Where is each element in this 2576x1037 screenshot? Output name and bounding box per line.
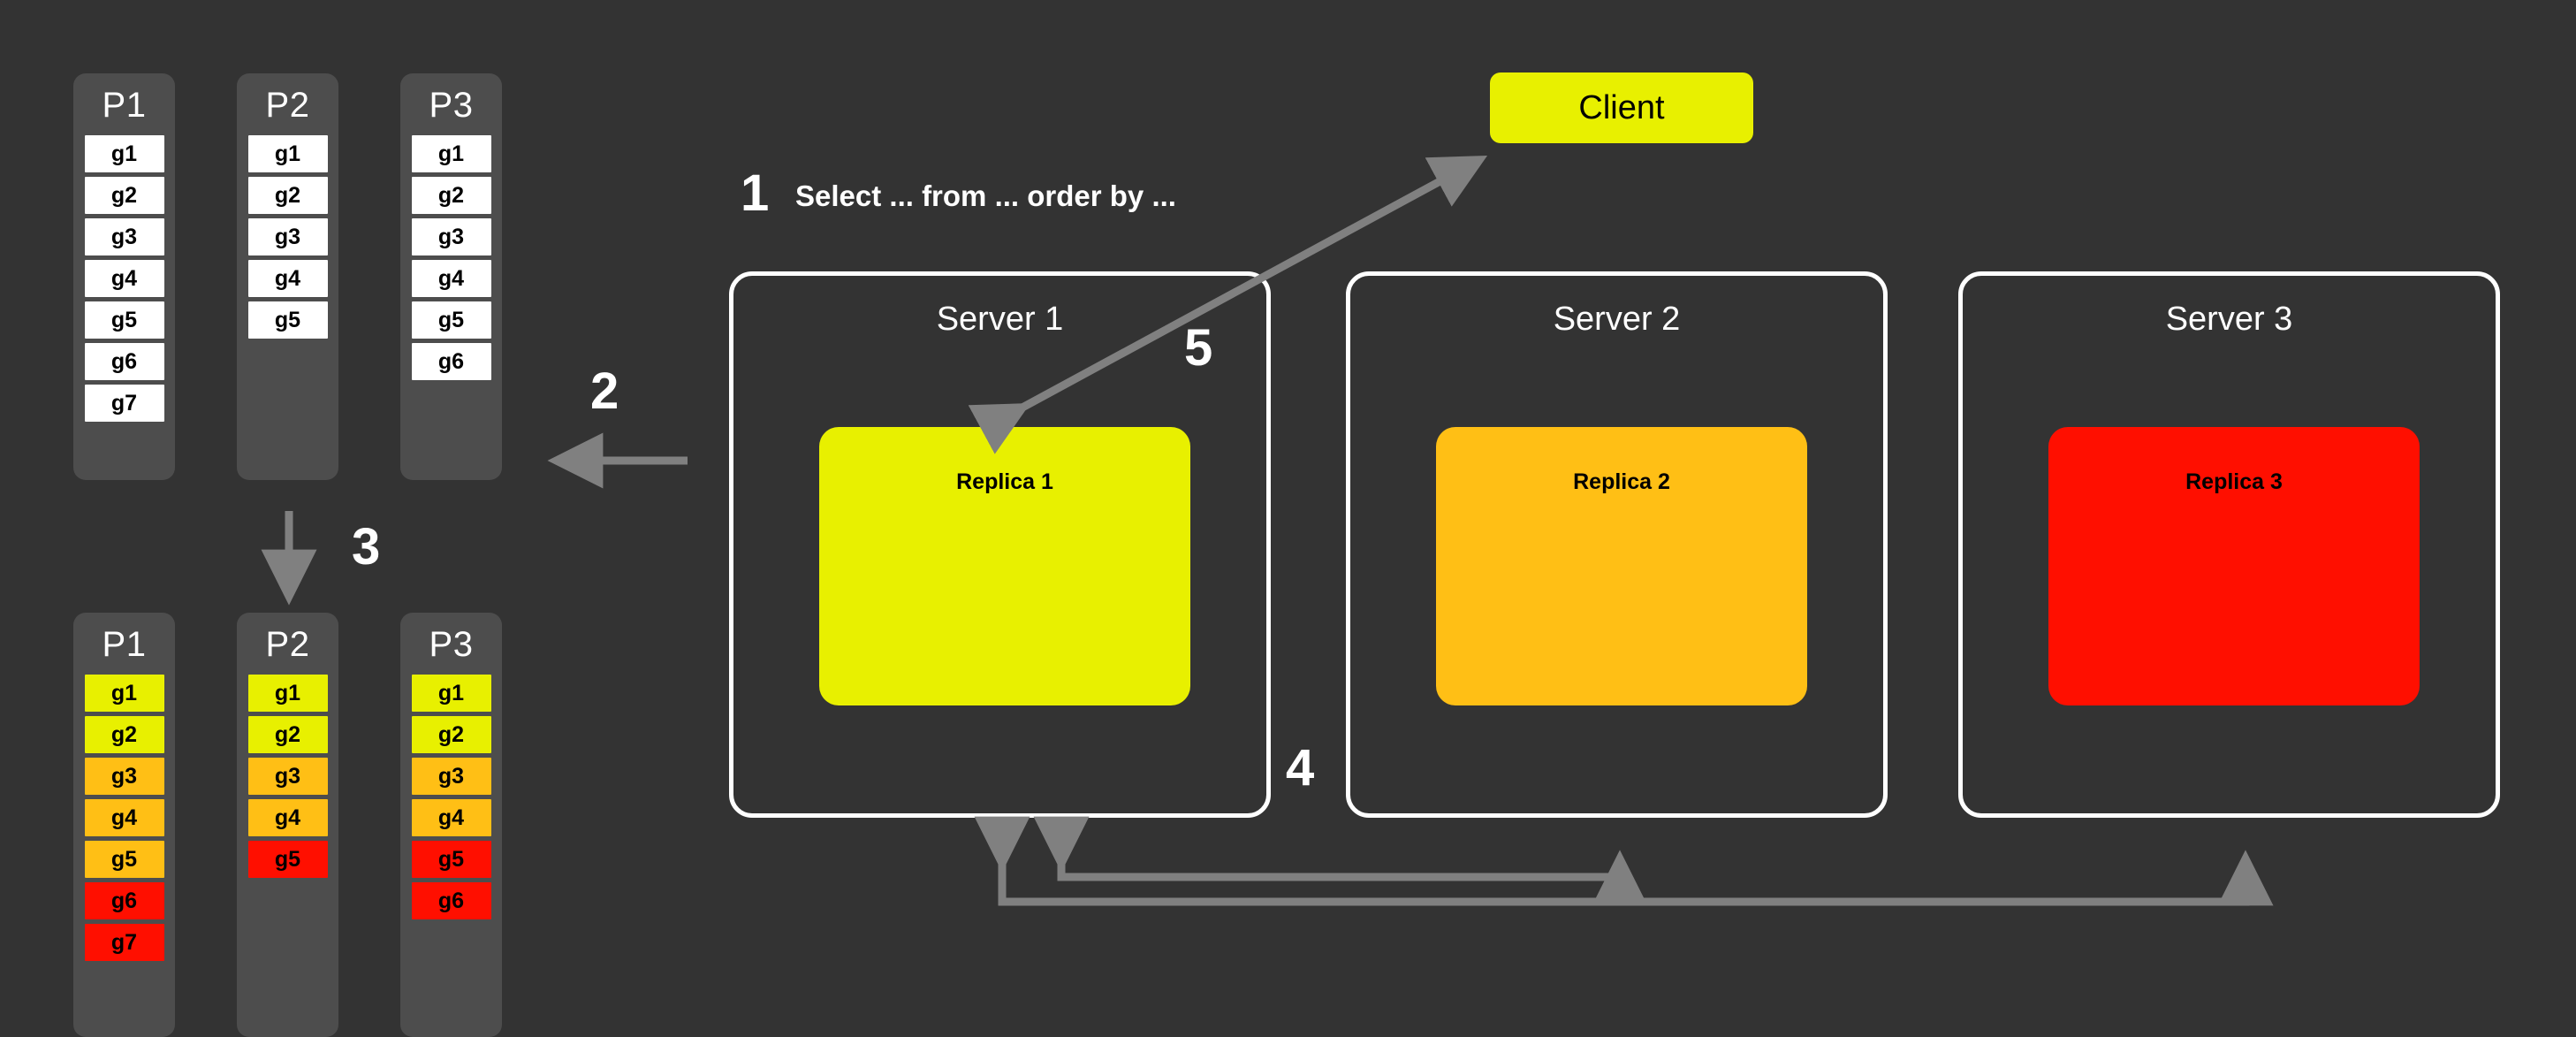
client-node[interactable]: Client [1490, 72, 1753, 143]
replica-node-3[interactable]: Replica 3 [2048, 427, 2420, 705]
group-box: g1 [84, 675, 164, 712]
partition-column-bottom-p2: P2 g1 g2 g3 g4 g5 [237, 613, 338, 1037]
query-caption: Select ... from ... order by ... [795, 179, 1176, 212]
group-box: g4 [411, 799, 491, 836]
group-box: g3 [411, 758, 491, 795]
group-box: g2 [84, 177, 164, 214]
step-number-1: 1 [741, 164, 770, 222]
partition-title: P2 [265, 86, 310, 125]
partition-column-bottom-p1: P1 g1 g2 g3 g4 g5 g6 g7 [73, 613, 175, 1037]
group-box: g6 [411, 882, 491, 919]
step-number-2: 2 [590, 362, 619, 420]
group-box: g4 [247, 799, 328, 836]
group-box: g5 [84, 841, 164, 878]
replica-node-1[interactable]: Replica 1 [819, 427, 1190, 705]
server-title: Server 3 [2165, 301, 2293, 338]
replica-node-2[interactable]: Replica 2 [1436, 427, 1807, 705]
partition-column-bottom-p3: P3 g1 g2 g3 g4 g5 g6 [400, 613, 502, 1037]
group-box: g7 [84, 924, 164, 961]
partition-title: P3 [429, 86, 474, 125]
group-box: g3 [84, 218, 164, 255]
server-box-2[interactable]: Server 2 Replica 2 [1346, 271, 1888, 818]
group-box: g1 [411, 675, 491, 712]
group-box: g5 [84, 301, 164, 339]
partition-title: P3 [429, 625, 474, 664]
partition-column-top-p1: P1 g1 g2 g3 g4 g5 g6 g7 [73, 73, 175, 480]
group-box: g6 [84, 882, 164, 919]
partition-column-top-p2: P2 g1 g2 g3 g4 g5 [237, 73, 338, 480]
replica-label: Replica 1 [956, 469, 1053, 494]
group-box: g3 [247, 758, 328, 795]
group-box: g1 [247, 135, 328, 172]
group-box: g6 [84, 343, 164, 380]
step-number-4: 4 [1286, 739, 1315, 797]
group-box: g5 [247, 301, 328, 339]
group-box: g5 [411, 301, 491, 339]
replica-label: Replica 2 [1573, 469, 1670, 494]
group-box: g5 [247, 841, 328, 878]
group-box: g1 [411, 135, 491, 172]
group-box: g5 [411, 841, 491, 878]
partition-title: P2 [265, 625, 310, 664]
arrow-step-4-inner [1033, 816, 1648, 906]
replica-label: Replica 3 [2185, 469, 2283, 494]
group-box: g4 [247, 260, 328, 297]
group-box: g6 [411, 343, 491, 380]
server-box-3[interactable]: Server 3 Replica 3 [1958, 271, 2500, 818]
group-box: g3 [411, 218, 491, 255]
step-number-5: 5 [1184, 319, 1213, 377]
group-box: g2 [411, 177, 491, 214]
group-box: g2 [84, 716, 164, 753]
step-number-3: 3 [352, 518, 381, 576]
group-box: g4 [411, 260, 491, 297]
group-box: g2 [247, 177, 328, 214]
client-label: Client [1578, 88, 1665, 126]
partition-column-top-p3: P3 g1 g2 g3 g4 g5 g6 [400, 73, 502, 480]
group-box: g7 [84, 385, 164, 422]
group-box: g4 [84, 799, 164, 836]
group-box: g1 [84, 135, 164, 172]
server-box-1[interactable]: Server 1 Replica 1 [729, 271, 1271, 818]
group-box: g4 [84, 260, 164, 297]
partition-title: P1 [102, 86, 147, 125]
group-box: g3 [247, 218, 328, 255]
arrow-step-4-outer [974, 816, 2274, 906]
group-box: g1 [247, 675, 328, 712]
group-box: g2 [411, 716, 491, 753]
server-title: Server 2 [1553, 301, 1681, 338]
group-box: g3 [84, 758, 164, 795]
partition-title: P1 [102, 625, 147, 664]
group-box: g2 [247, 716, 328, 753]
